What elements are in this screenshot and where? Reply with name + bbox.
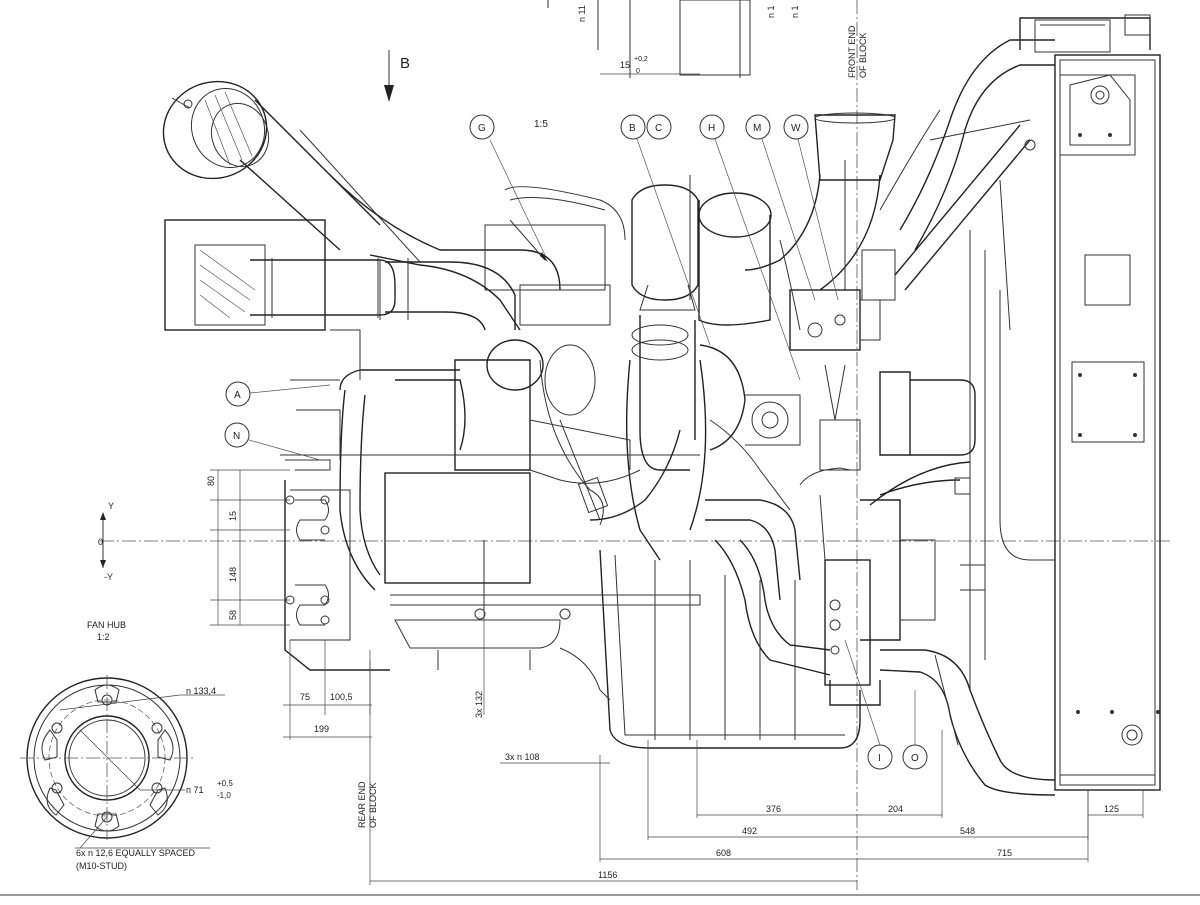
hdim-75: 75 (300, 692, 310, 702)
hdim-3x108: 3x n 108 (505, 752, 540, 762)
fan-hub-holes: 6x n 12,6 EQUALLY SPACED (76, 848, 196, 858)
flywheel-housing (284, 329, 390, 671)
y-axis-origin-label: 0 (98, 537, 103, 547)
intake-pipe (329, 174, 626, 331)
callout-H: H (699, 114, 801, 381)
callout-H-label: H (708, 123, 715, 134)
hdim-492: 492 (742, 826, 757, 836)
callout-O-label: O (911, 753, 919, 764)
left-horizontal-dimensions: 75 100,5 199 3x 132 3x n 108 (283, 610, 610, 764)
turbocharger (625, 175, 801, 561)
top-partial-left-label: n 11 (577, 5, 587, 22)
rear-end-label-line1: REAR END (357, 781, 367, 828)
top-partial-right-label-b: n 1 (790, 5, 800, 18)
hdim-100-5: 100,5 (330, 692, 353, 702)
fan-hub-stud: (M10-STUD) (76, 861, 127, 871)
callout-B: B (620, 114, 711, 346)
callout-W: W (783, 114, 839, 301)
upper-coolant-pipes (879, 39, 1055, 331)
view-scale-label: 1:5 (534, 119, 548, 130)
hdim-204: 204 (888, 804, 903, 814)
callout-I-label: I (878, 753, 881, 764)
front-end-components (789, 249, 986, 706)
tolerance-lower: 0 (636, 68, 640, 75)
hdim-548: 548 (960, 826, 975, 836)
callout-C: C (646, 114, 672, 140)
air-filter (162, 80, 421, 263)
callout-W-label: W (791, 123, 801, 134)
fan-hub-bore-dia: n 71 (186, 785, 204, 795)
vdim-15: 15 (228, 511, 238, 521)
callout-A: A (225, 381, 331, 407)
vdim-58: 58 (228, 610, 238, 620)
view-direction-label: B (400, 55, 410, 72)
fan-hub-detail: FAN HUB 1:2 n 133,4 n 71 +0,5 - (20, 620, 233, 871)
vdim-148: 148 (228, 567, 238, 582)
coolant-pipes-lower (705, 467, 851, 676)
fan-hub-bore-tol-lower: -1,0 (217, 791, 231, 800)
top-partial-view: n 11 n 1 n 1 15 +0,2 0 (547, 0, 800, 78)
callout-C-label: C (655, 123, 662, 134)
hdim-608: 608 (716, 848, 731, 858)
callout-O: O (902, 690, 928, 770)
tolerance-upper: +0,2 (634, 56, 648, 63)
callout-M-label: M (753, 123, 761, 134)
fan-hub-scale: 1:2 (97, 632, 110, 642)
exhaust-outlet (744, 112, 896, 291)
hdim-3x132: 3x 132 (474, 691, 484, 718)
fan-hub-title: FAN HUB (87, 620, 126, 630)
callout-N-label: N (233, 431, 240, 442)
callout-A-label: A (234, 390, 241, 401)
lower-radiator-hose (879, 649, 1056, 796)
fan-hub-bore-tol-upper: +0,5 (217, 779, 233, 788)
callout-G: G (469, 114, 546, 256)
radiator (969, 54, 1161, 791)
view-direction-arrow: B (384, 50, 410, 102)
vdim-80: 80 (206, 476, 216, 486)
top-partial-right-label-a: n 1 (766, 5, 776, 18)
bottom-dimensions: 376 204 492 548 608 715 1156 125 (370, 730, 1144, 882)
intake-housing (164, 219, 516, 331)
callout-I: I (844, 639, 893, 770)
y-axis-minus-label: -Y (104, 572, 113, 582)
tolerance-base: 15 (620, 60, 630, 70)
y-axis-plus-label: Y (108, 501, 114, 511)
front-end-label-line2: OF BLOCK (858, 32, 868, 78)
callout-N: N (224, 422, 321, 461)
hdim-376: 376 (766, 804, 781, 814)
callout-B-label: B (629, 123, 636, 134)
fan-shroud-top (1019, 14, 1151, 53)
y-axis-indicator: Y 0 -Y (98, 501, 114, 582)
rear-end-label-line2: OF BLOCK (368, 782, 378, 828)
fan-hub-outer-dia: n 133,4 (186, 686, 216, 696)
callout-M: M (745, 114, 816, 301)
oil-sump (390, 549, 861, 749)
hdim-125: 125 (1104, 804, 1119, 814)
engine-block (280, 339, 801, 610)
hdim-1156: 1156 (598, 870, 617, 880)
callout-G-label: G (478, 123, 486, 134)
hdim-199: 199 (314, 724, 329, 734)
hdim-715: 715 (997, 848, 1012, 858)
front-end-label-line1: FRONT END (847, 25, 857, 78)
vertical-dimensions: 80 15 148 58 (206, 469, 290, 626)
